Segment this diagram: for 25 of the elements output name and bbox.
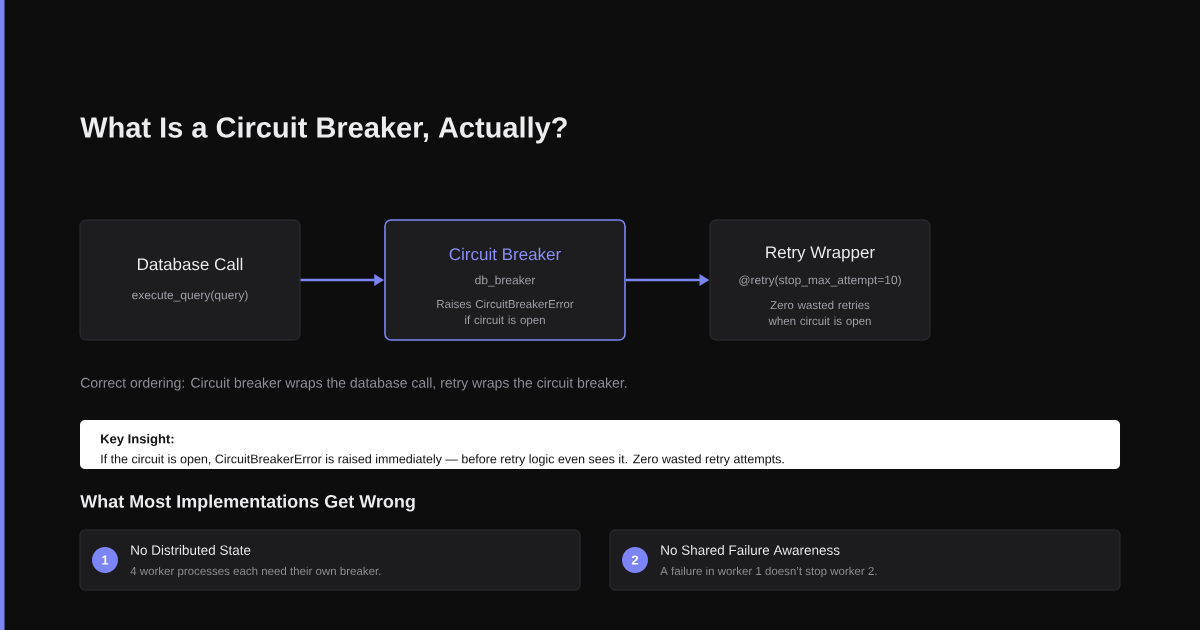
description: Raises CircuitBreakerError if circuit is open bbox=[437, 299, 574, 327]
title: What Is a Circuit Breaker, Actually? bbox=[80, 116, 567, 144]
code-text: execute_query(query) bbox=[132, 290, 248, 302]
card bbox=[79, 529, 581, 591]
box-title: Database Call bbox=[138, 257, 243, 271]
card bbox=[609, 529, 1121, 591]
caption-text: Correct ordering: Circuit breaker wraps the database call, retry wraps the circuit breaker. bbox=[80, 377, 627, 391]
number-badge: 2 bbox=[622, 547, 648, 573]
process-box bbox=[79, 219, 301, 341]
card-text: 4 worker processes each need their own breaker. bbox=[130, 566, 381, 578]
card-title: No Shared Failure Awareness bbox=[661, 545, 840, 555]
card-title: No Distributed State bbox=[131, 545, 251, 555]
number-badge: 1 bbox=[92, 547, 118, 573]
section-heading: What Most Implementations Get Wrong bbox=[80, 494, 415, 512]
card-text: A failure in worker 1 doesn’t stop worker 2. bbox=[660, 566, 877, 578]
process-box bbox=[384, 219, 626, 341]
code-text: @retry(stop_max_attempt=10) bbox=[739, 275, 901, 287]
description: Zero wasted retries when circuit is open bbox=[768, 300, 871, 328]
callout-text: If the circuit is open, CircuitBreakerError is raised immediately — before retry logic even sees it. Zero wasted retry attempts. bbox=[101, 454, 784, 466]
code-text: db_breaker bbox=[475, 275, 536, 287]
callout-heading: Key Insight: bbox=[101, 433, 174, 447]
process-box bbox=[709, 219, 931, 341]
box-title: Circuit Breaker bbox=[449, 247, 561, 261]
callout-box bbox=[80, 420, 1120, 469]
box-title: Retry Wrapper bbox=[766, 246, 875, 262]
